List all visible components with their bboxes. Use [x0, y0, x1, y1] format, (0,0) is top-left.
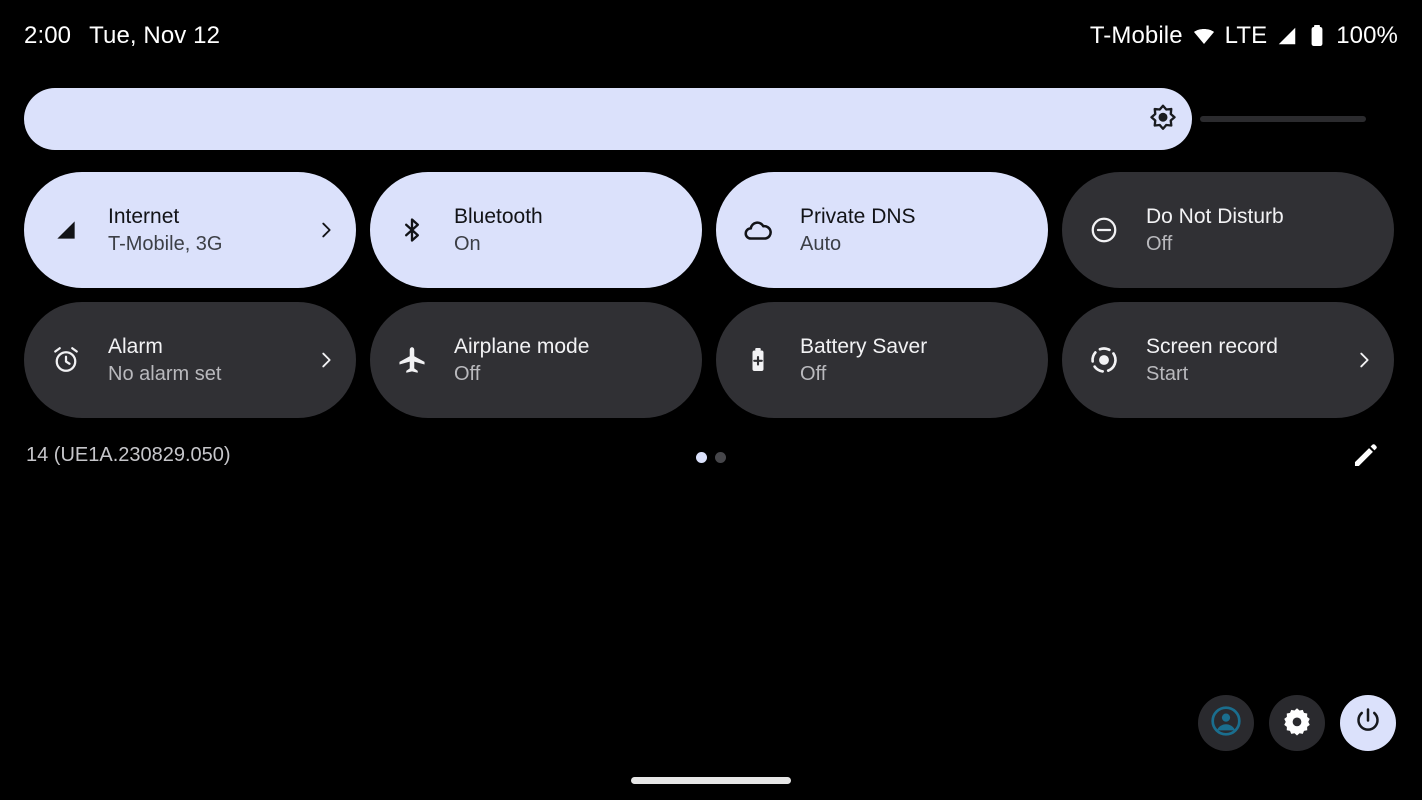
page-indicator: [0, 438, 1422, 476]
brightness-slider-fill[interactable]: [24, 88, 1192, 150]
airplane-icon: [392, 340, 432, 380]
network-type-label: LTE: [1224, 22, 1268, 49]
tile-labels: Bluetooth On: [454, 203, 543, 257]
tile-do-not-disturb[interactable]: Do Not Disturb Off: [1062, 172, 1394, 288]
settings-button[interactable]: [1269, 695, 1325, 751]
tile-subtitle: Off: [800, 363, 827, 385]
status-clock: 2:00: [24, 22, 72, 49]
tile-labels: Private DNS Auto: [800, 203, 916, 257]
user-switcher-button[interactable]: [1198, 695, 1254, 751]
tile-subtitle: T-Mobile, 3G: [108, 233, 223, 255]
tile-labels: Screen record Start: [1146, 333, 1278, 387]
footer-action-buttons: [1198, 695, 1396, 751]
tile-private-dns[interactable]: Private DNS Auto: [716, 172, 1048, 288]
brightness-track-remainder: [1200, 116, 1366, 122]
status-date: Tue, Nov 12: [89, 22, 221, 49]
tile-subtitle: Off: [1146, 233, 1173, 255]
gear-icon: [1282, 706, 1312, 741]
status-bar-right: T-Mobile LTE 100%: [1090, 22, 1398, 50]
tile-airplane-mode[interactable]: Airplane mode Off: [370, 302, 702, 418]
brightness-icon: [1148, 104, 1178, 134]
pencil-icon: [1351, 442, 1379, 475]
tile-title: Internet: [108, 205, 180, 228]
battery-saver-icon: [738, 340, 778, 380]
quick-settings-footer: 14 (UE1A.230829.050): [0, 438, 1422, 476]
tile-internet[interactable]: Internet T-Mobile, 3G: [24, 172, 356, 288]
signal-bars-icon: [46, 210, 86, 250]
tile-title: Bluetooth: [454, 205, 543, 228]
power-button[interactable]: [1340, 695, 1396, 751]
tile-subtitle: On: [454, 233, 481, 255]
status-bar: 2:00 Tue, Nov 12 T-Mobile LTE 100%: [0, 0, 1422, 72]
tile-labels: Airplane mode Off: [454, 333, 589, 387]
tile-screen-record[interactable]: Screen record Start: [1062, 302, 1394, 418]
tile-subtitle: No alarm set: [108, 363, 222, 385]
screen-record-icon: [1084, 340, 1124, 380]
page-dot-1[interactable]: [696, 451, 707, 463]
tile-subtitle: Auto: [800, 233, 842, 255]
battery-full-icon: [1307, 24, 1327, 48]
edit-tiles-button[interactable]: [1348, 441, 1382, 475]
tile-title: Battery Saver: [800, 335, 928, 358]
tile-alarm[interactable]: Alarm No alarm set: [24, 302, 356, 418]
status-bar-left: 2:00 Tue, Nov 12: [24, 22, 220, 50]
chevron-right-icon[interactable]: [314, 218, 338, 242]
do-not-disturb-icon: [1084, 210, 1124, 250]
tile-title: Do Not Disturb: [1146, 205, 1284, 228]
battery-level-label: 100%: [1336, 22, 1398, 49]
cloud-icon: [738, 210, 778, 250]
bluetooth-icon: [392, 210, 432, 250]
tile-labels: Alarm No alarm set: [108, 333, 221, 387]
carrier-label: T-Mobile: [1089, 22, 1183, 49]
tile-bluetooth[interactable]: Bluetooth On: [370, 172, 702, 288]
tile-battery-saver[interactable]: Battery Saver Off: [716, 302, 1048, 418]
tile-subtitle: Off: [454, 363, 481, 385]
tile-subtitle: Start: [1146, 363, 1189, 385]
tile-title: Airplane mode: [454, 335, 590, 358]
signal-bars-icon: [1276, 25, 1298, 47]
build-version-label: 14 (UE1A.230829.050): [26, 444, 231, 466]
wifi-icon: [1192, 24, 1216, 48]
tile-labels: Battery Saver Off: [800, 333, 927, 387]
quick-settings-tile-grid: Internet T-Mobile, 3G Bluetooth On: [24, 172, 1398, 418]
tile-title: Private DNS: [800, 205, 916, 228]
account-circle-icon: [1209, 704, 1243, 743]
tile-title: Screen record: [1146, 335, 1278, 358]
tile-labels: Do Not Disturb Off: [1146, 203, 1284, 257]
brightness-slider[interactable]: [24, 88, 1398, 150]
home-gesture-handle[interactable]: [631, 777, 791, 784]
power-icon: [1353, 706, 1383, 741]
page-dot-2[interactable]: [715, 451, 726, 463]
chevron-right-icon[interactable]: [314, 348, 338, 372]
tile-labels: Internet T-Mobile, 3G: [108, 203, 222, 257]
tile-title: Alarm: [108, 335, 163, 358]
chevron-right-icon[interactable]: [1352, 348, 1376, 372]
alarm-clock-icon: [46, 340, 86, 380]
